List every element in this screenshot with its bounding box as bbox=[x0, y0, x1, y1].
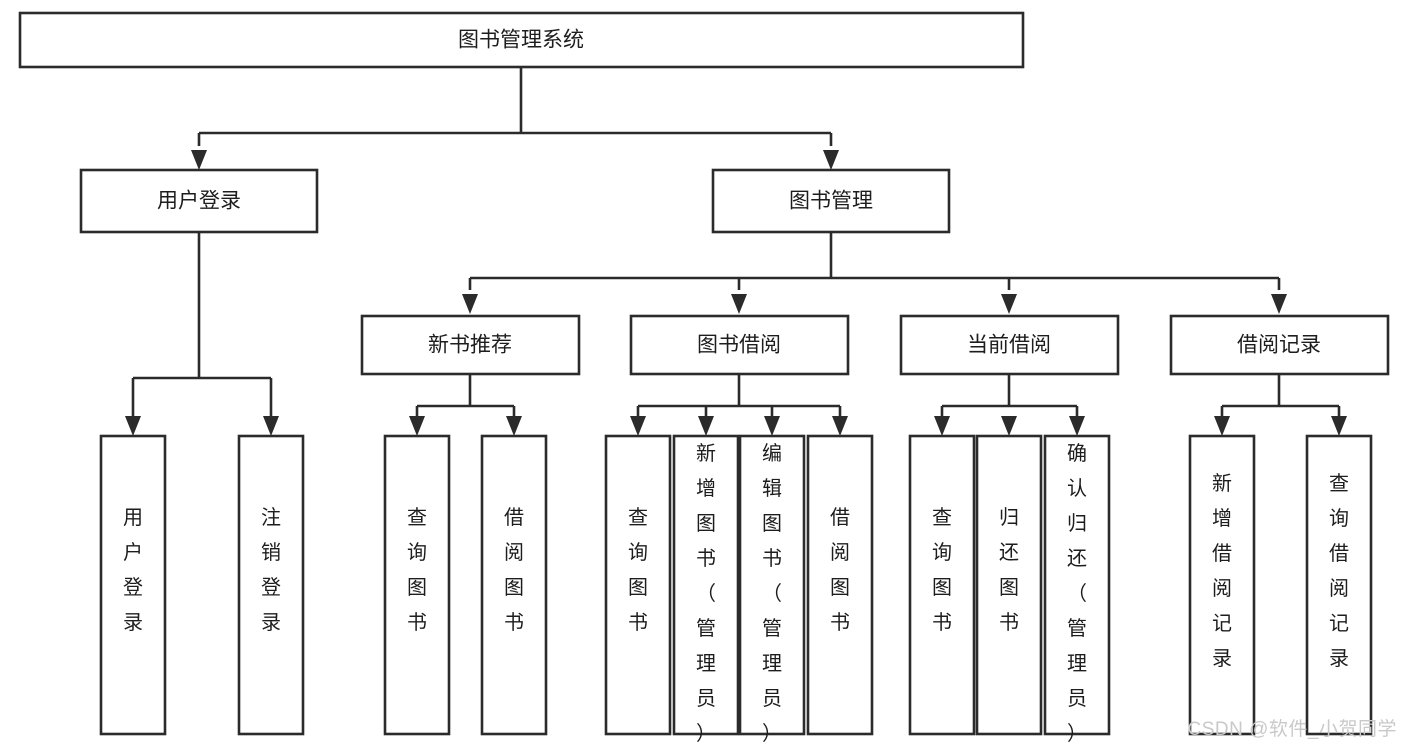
arrowhead-icon bbox=[1001, 416, 1017, 436]
connector-group-current-borrow bbox=[934, 374, 1085, 436]
leaf-label: 查询借阅记录 bbox=[1329, 472, 1349, 670]
leaf-node-query-book-nb[interactable]: 查询图书 bbox=[383, 434, 451, 736]
leaf-box[interactable] bbox=[237, 434, 305, 736]
leaf-node-add-book[interactable]: 新增图书（管理员） bbox=[672, 434, 740, 745]
leaf-node-borrow-book-nb[interactable]: 借阅图书 bbox=[480, 434, 548, 736]
leaf-node-query-book-cb[interactable]: 查询图书 bbox=[908, 434, 976, 736]
node-borrow-records-box[interactable] bbox=[1169, 314, 1390, 376]
leaf-box[interactable] bbox=[908, 434, 976, 736]
arrowhead-icon bbox=[630, 416, 646, 436]
leaf-node-user-login-action[interactable]: 用户登录 bbox=[99, 434, 167, 736]
leaf-box[interactable] bbox=[604, 434, 672, 736]
connector-group-user-login bbox=[125, 232, 279, 436]
leaf-label: 注销登录 bbox=[261, 506, 281, 634]
leaf-box[interactable] bbox=[1043, 434, 1111, 736]
leaf-label: 新增借阅记录 bbox=[1212, 472, 1232, 670]
arrowhead-icon bbox=[263, 416, 279, 436]
leaf-label: 归还图书 bbox=[999, 506, 1019, 634]
arrowhead-icon bbox=[506, 416, 522, 436]
arrowhead-icon bbox=[698, 416, 714, 436]
node-borrow-records-label: 借阅记录 bbox=[1237, 334, 1321, 357]
node-book-management-box[interactable] bbox=[711, 168, 951, 234]
arrowhead-icon bbox=[1214, 416, 1230, 436]
leaf-label: 用户登录 bbox=[123, 507, 143, 634]
arrowhead-icon bbox=[832, 416, 848, 436]
node-current-borrow-label: 当前借阅 bbox=[967, 334, 1051, 357]
connector-group-book-management bbox=[462, 232, 1287, 314]
node-user-login-label: 用户登录 bbox=[157, 190, 241, 213]
node-new-book-recommend[interactable]: 新书推荐 bbox=[360, 314, 581, 376]
leaf-node-query-borrow-record[interactable]: 查询借阅记录 bbox=[1305, 434, 1373, 736]
node-root-system[interactable]: 图书管理系统 bbox=[18, 11, 1025, 69]
leaf-node-confirm-return[interactable]: 确认归还（管理员） bbox=[1043, 434, 1111, 745]
arrowhead-icon bbox=[409, 416, 425, 436]
arrowhead-icon bbox=[1001, 294, 1017, 314]
leaf-label: 编辑图书（管理员） bbox=[762, 442, 782, 745]
arrowhead-icon bbox=[1069, 416, 1085, 436]
arrowhead-icon bbox=[1271, 294, 1287, 314]
leaf-node-return-book[interactable]: 归还图书 bbox=[975, 434, 1043, 736]
leaf-label: 查询图书 bbox=[932, 506, 952, 634]
leaf-box[interactable] bbox=[975, 434, 1043, 736]
arrowhead-icon bbox=[764, 416, 780, 436]
leaf-label: 查询图书 bbox=[628, 506, 648, 634]
leaf-node-edit-book[interactable]: 编辑图书（管理员） bbox=[738, 434, 806, 745]
leaf-node-logout[interactable]: 注销登录 bbox=[237, 434, 305, 736]
connector-group-root bbox=[191, 67, 839, 170]
arrowhead-icon bbox=[125, 416, 141, 436]
leaf-node-add-borrow-record[interactable]: 新增借阅记录 bbox=[1188, 434, 1256, 736]
node-borrow-records[interactable]: 借阅记录 bbox=[1169, 314, 1390, 376]
node-book-borrow[interactable]: 图书借阅 bbox=[629, 314, 850, 376]
node-book-management-label: 图书管理 bbox=[789, 190, 873, 213]
arrowhead-icon bbox=[191, 150, 207, 170]
arrowhead-icon bbox=[731, 294, 747, 314]
node-current-borrow-box[interactable] bbox=[899, 314, 1120, 376]
node-user-login-box[interactable] bbox=[79, 168, 319, 234]
leaf-box[interactable] bbox=[738, 434, 806, 736]
node-book-borrow-label: 图书借阅 bbox=[697, 334, 781, 357]
connector-group-book-borrow bbox=[630, 374, 848, 436]
node-current-borrow[interactable]: 当前借阅 bbox=[899, 314, 1120, 376]
leaf-label: 确认归还（管理员） bbox=[1067, 442, 1087, 745]
connector-group-new-book bbox=[409, 374, 522, 436]
leaf-node-borrow-book-bb[interactable]: 借阅图书 bbox=[806, 434, 874, 736]
arrowhead-icon bbox=[462, 294, 478, 314]
leaf-box[interactable] bbox=[806, 434, 874, 736]
node-book-borrow-box[interactable] bbox=[629, 314, 850, 376]
node-new-book-recommend-box[interactable] bbox=[360, 314, 581, 376]
leaf-label: 借阅图书 bbox=[830, 506, 850, 634]
arrowhead-icon bbox=[823, 150, 839, 170]
arrowhead-icon bbox=[934, 416, 950, 436]
node-root-label: 图书管理系统 bbox=[458, 29, 584, 52]
leaf-label: 新增图书（管理员） bbox=[696, 442, 716, 745]
leaf-box[interactable] bbox=[672, 434, 740, 736]
leaf-label: 查询图书 bbox=[407, 506, 427, 634]
leaf-node-query-book-bb[interactable]: 查询图书 bbox=[604, 434, 672, 736]
leaf-box[interactable] bbox=[99, 434, 167, 736]
node-new-book-recommend-label: 新书推荐 bbox=[428, 334, 512, 357]
node-root-box[interactable] bbox=[18, 11, 1025, 69]
leaf-label: 借阅图书 bbox=[504, 506, 524, 634]
node-user-login[interactable]: 用户登录 bbox=[79, 168, 319, 234]
arrowhead-icon bbox=[1331, 416, 1347, 436]
leaf-box[interactable] bbox=[480, 434, 548, 736]
connector-group-borrow-records bbox=[1214, 374, 1347, 436]
leaf-box[interactable] bbox=[383, 434, 451, 736]
node-book-management[interactable]: 图书管理 bbox=[711, 168, 951, 234]
leaf-box[interactable] bbox=[1188, 434, 1256, 736]
leaf-box[interactable] bbox=[1305, 434, 1373, 736]
